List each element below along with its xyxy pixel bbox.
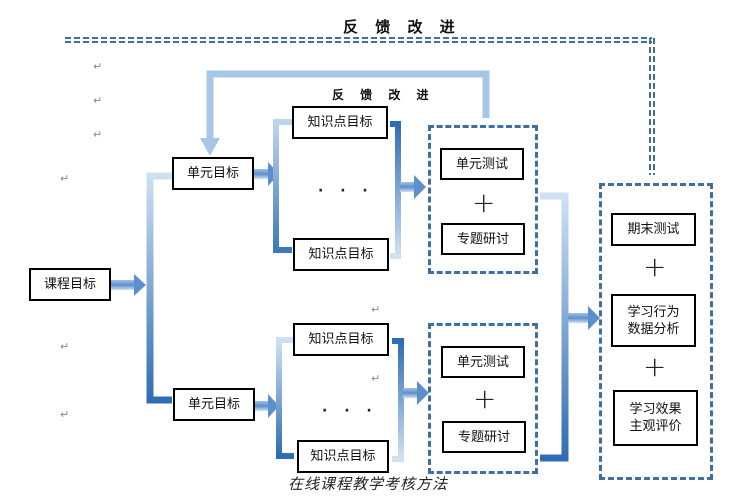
bottom-knowledge-bracket-right (392, 338, 404, 462)
top-knowledge-last-box: 知识点目标 (293, 238, 389, 271)
paragraph-mark: ↵ (60, 408, 70, 421)
unit-goal-top-label: 单元目标 (186, 166, 239, 181)
top-unit-test-box: 单元测试 (440, 148, 524, 180)
plus-icon: + (473, 382, 497, 415)
paragraph-mark: ↵ (371, 372, 381, 385)
merge-bracket (540, 192, 569, 462)
bottom-assessment-group (428, 323, 538, 474)
top-topic-study-box: 专题研讨 (441, 223, 525, 255)
top-test-arrow (400, 175, 426, 199)
bottom-ellipsis: · · · (322, 403, 378, 419)
bottom-topic-study-box: 专题研讨 (442, 421, 526, 453)
bottom-knowledge-last-box: 知识点目标 (297, 440, 389, 473)
unit-test-label: 单元测试 (455, 156, 508, 172)
behavior-analysis-box: 学习行为 数据分析 (611, 294, 696, 347)
effect-label-line1: 学习效果 (629, 402, 682, 417)
plus-icon: + (472, 186, 496, 219)
paragraph-mark: ↵ (371, 303, 381, 316)
knowledge-label: 知识点目标 (310, 449, 376, 464)
unit-goal-bottom-box: 单元目标 (173, 388, 255, 421)
unit-goal-bottom-label: 单元目标 (187, 397, 240, 412)
topic-study-label: 专题研讨 (457, 429, 510, 445)
bottom-test-arrow (403, 381, 429, 405)
bottom-knowledge-bracket-left (276, 337, 294, 459)
merge-arrow (568, 306, 600, 330)
top-assessment-group (428, 125, 538, 274)
knowledge-label: 知识点目标 (307, 115, 373, 130)
diagram-caption: 在线课程教学考核方法 (288, 475, 449, 493)
paragraph-mark: ↵ (93, 128, 103, 141)
top-knowledge-bracket-right (390, 121, 401, 259)
course-bracket (146, 172, 172, 404)
knowledge-label: 知识点目标 (308, 332, 374, 347)
paragraph-mark: ↵ (60, 172, 70, 185)
paragraph-mark: ↵ (93, 94, 103, 107)
top-knowledge-first-box: 知识点目标 (292, 106, 388, 139)
final-exam-box: 期末测试 (611, 213, 696, 246)
final-exam-label: 期末测试 (627, 222, 680, 237)
behavior-label-line2: 数据分析 (627, 321, 680, 337)
effect-evaluation-box: 学习效果 主观评价 (613, 390, 698, 446)
unit-goal-top-box: 单元目标 (172, 157, 254, 190)
course-goal-arrow (110, 274, 146, 296)
plus-icon: + (643, 250, 667, 283)
plus-icon: + (643, 350, 667, 383)
paragraph-mark: ↵ (60, 340, 70, 353)
effect-label-line2: 主观评价 (629, 419, 682, 434)
knowledge-label: 知识点目标 (308, 247, 374, 262)
bottom-unit-arrow (254, 394, 279, 418)
top-ellipsis: · · · (318, 183, 374, 199)
course-goal-box: 课程目标 (29, 268, 111, 301)
inner-feedback-label: 反 馈 改 进 (332, 88, 435, 102)
behavior-label-line1: 学习行为 (627, 304, 680, 320)
topic-study-label: 专题研讨 (456, 231, 509, 247)
unit-test-label: 单元测试 (456, 354, 509, 370)
bottom-unit-test-box: 单元测试 (441, 346, 525, 378)
paragraph-mark: ↵ (93, 60, 103, 73)
course-goal-label: 课程目标 (43, 277, 96, 292)
final-assessment-group (599, 183, 713, 480)
bottom-knowledge-first-box: 知识点目标 (293, 323, 389, 356)
inner-feedback-arrow (200, 70, 490, 156)
outer-feedback-line (65, 37, 655, 175)
outer-feedback-label: 反 馈 改 进 (343, 18, 461, 36)
